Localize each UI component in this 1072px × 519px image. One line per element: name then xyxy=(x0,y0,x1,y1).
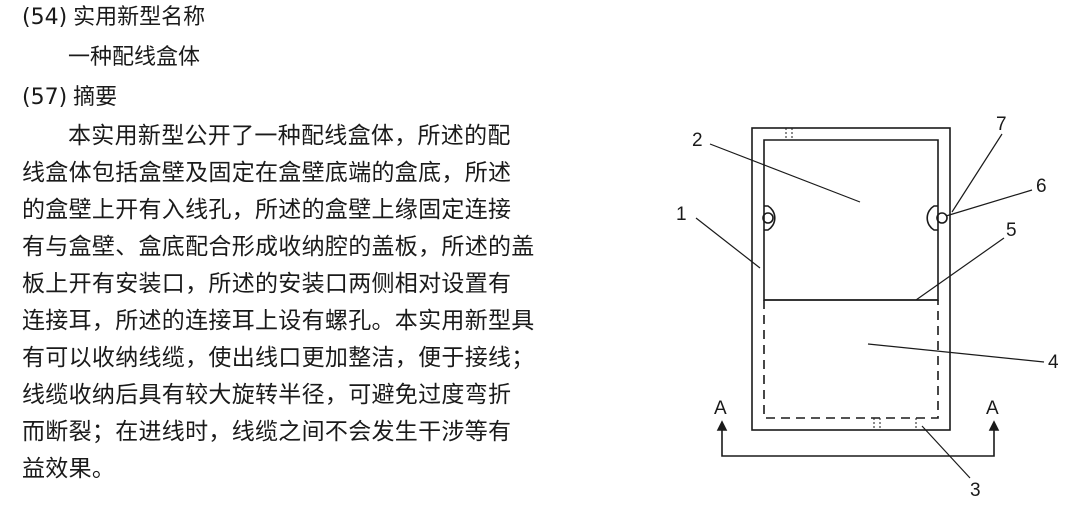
label-2: 2 xyxy=(692,130,703,151)
section-arrow-right xyxy=(988,420,1000,431)
section-label-right: A xyxy=(986,398,999,419)
abstract-line-7: 有可以收纳线缆，使出线口更加整洁，便于接线； xyxy=(22,345,535,371)
box-inner-upper xyxy=(763,139,939,301)
screw-hole-right xyxy=(936,212,948,224)
label-3: 3 xyxy=(970,480,981,501)
section-54-number: (54) xyxy=(22,5,68,30)
box-inner-lower-dashed xyxy=(763,300,939,419)
abstract-line-4: 有与盒壁、盒底配合形成收纳腔的盖板，所述的盖 xyxy=(22,234,535,260)
label-1: 1 xyxy=(676,204,687,225)
abstract-line-1: 本实用新型公开了一种配线盒体，所述的配 xyxy=(68,123,511,149)
label-4: 4 xyxy=(1048,352,1059,373)
leader-6 xyxy=(945,189,1033,217)
leader-3 xyxy=(921,425,971,479)
leader-7 xyxy=(951,133,1003,213)
section-57-label: 摘要 xyxy=(73,85,118,110)
screw-hole-left xyxy=(762,212,774,224)
leader-5 xyxy=(915,237,1005,301)
section-54-heading: (54)实用新型名称 xyxy=(22,2,205,34)
abstract-line-6: 连接耳，所述的连接耳上设有螺孔。本实用新型具 xyxy=(22,308,535,334)
patent-drawing: 1 2 3 4 5 6 7 A A xyxy=(640,100,1072,519)
label-5: 5 xyxy=(1006,220,1017,241)
box-outer-wall xyxy=(751,127,951,431)
connecting-ear-right xyxy=(926,205,938,231)
abstract-line-8: 线缆收纳后具有较大旋转半径，可避免过度弯折 xyxy=(22,382,512,408)
leader-2 xyxy=(709,143,861,203)
utility-model-title: 一种配线盒体 xyxy=(68,45,201,70)
section-57-heading: (57)摘要 xyxy=(22,82,117,114)
abstract-line-2: 线盒体包括盒壁及固定在盒壁底端的盒底，所述 xyxy=(22,160,512,186)
leader-1 xyxy=(695,217,761,269)
section-57-number: (57) xyxy=(22,85,68,110)
abstract-line-3: 的盒壁上开有入线孔，所述的盒壁上缘固定连接 xyxy=(22,197,512,223)
label-6: 6 xyxy=(1036,176,1047,197)
abstract-line-9: 而断裂；在进线时，线缆之间不会发生干涉等有 xyxy=(22,419,512,445)
leader-4 xyxy=(867,343,1045,363)
section-arrow-left xyxy=(716,420,728,431)
section-54-label: 实用新型名称 xyxy=(73,5,206,30)
abstract-body: 本实用新型公开了一种配线盒体，所述的配 线盒体包括盒壁及固定在盒壁底端的盒底，所… xyxy=(22,118,570,488)
abstract-line-5: 板上开有安装口，所述的安装口两侧相对设置有 xyxy=(22,271,512,297)
wiring-box-drawing: 1 2 3 4 5 6 7 A A xyxy=(676,114,1059,501)
abstract-line-10: 益效果。 xyxy=(22,456,116,482)
section-label-left: A xyxy=(714,398,727,419)
section-line xyxy=(721,428,995,457)
label-7: 7 xyxy=(996,114,1007,135)
connecting-ear-left xyxy=(764,205,776,231)
